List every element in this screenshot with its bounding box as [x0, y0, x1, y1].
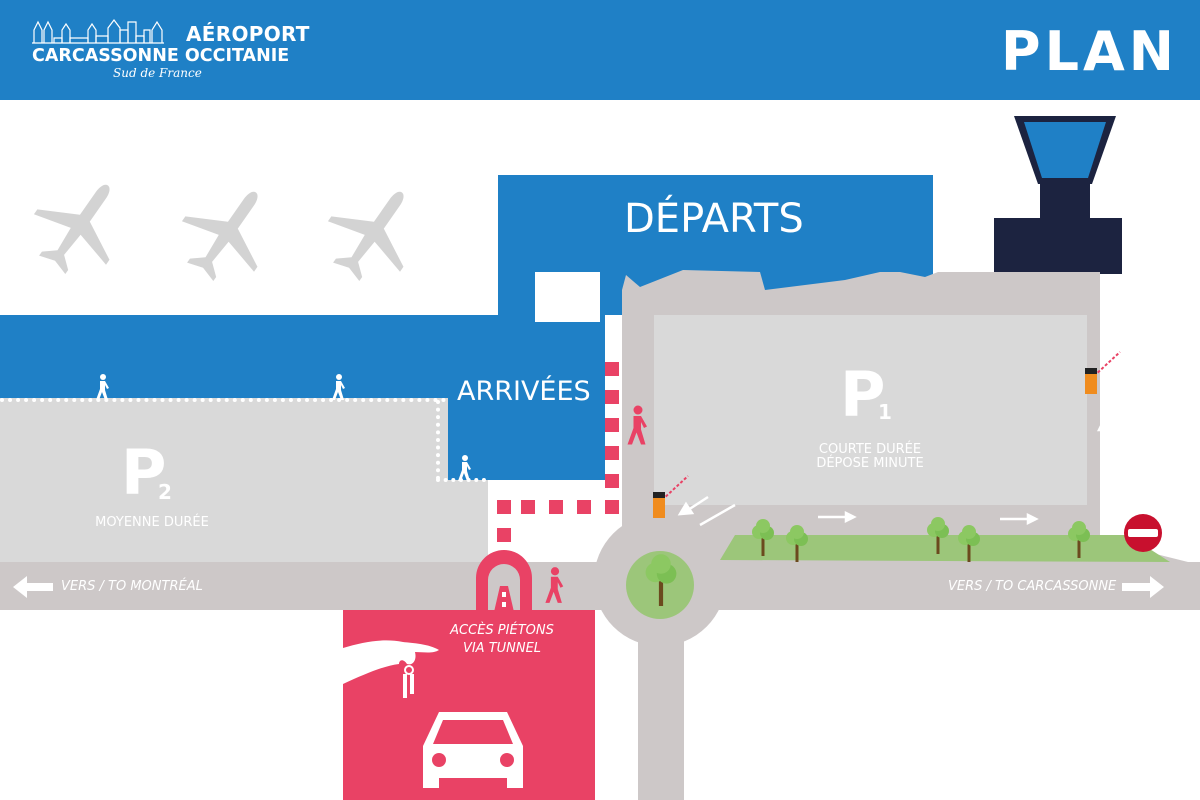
- path-dot: [521, 500, 535, 514]
- parking-p2-ext: [448, 480, 488, 562]
- no-entry-icon: [1124, 514, 1162, 552]
- parking-p2[interactable]: [0, 398, 448, 562]
- arrivals-hall[interactable]: [448, 315, 605, 480]
- tree-icon: [1068, 521, 1090, 558]
- parking-p1[interactable]: [654, 315, 1087, 505]
- tree-icon: [927, 517, 949, 554]
- arrow-up-icon: [1096, 420, 1112, 432]
- tunnel-icon: [476, 550, 532, 612]
- walkway-dots: [0, 398, 446, 402]
- departures-label: DÉPARTS: [624, 196, 804, 242]
- city-skyline-icon: [32, 19, 164, 44]
- pedestrian-icon: [332, 374, 345, 400]
- path-dot: [605, 418, 619, 432]
- parking-p1-letter: P: [840, 358, 886, 431]
- arrivals-label: ARRIVÉES: [457, 376, 591, 407]
- header-bar: AÉROPORT CARCASSONNE OCCITANIE Sud de Fr…: [0, 0, 1200, 100]
- page-title: PLAN: [1001, 20, 1178, 83]
- tree-icon: [786, 525, 808, 562]
- tunnel-caption: ACCÈS PIÉTONS VIA TUNNEL: [437, 622, 567, 658]
- parking-p2-caption: MOYENNE DURÉE: [95, 515, 209, 530]
- path-dot: [605, 500, 619, 514]
- logo-subtitle: CARCASSONNE OCCITANIE: [32, 46, 290, 66]
- path-dot: [577, 500, 591, 514]
- path-dot: [605, 390, 619, 404]
- pedestrian-icon: [545, 567, 564, 603]
- path-dot: [605, 446, 619, 460]
- tunnel-line2: VIA TUNNEL: [462, 641, 542, 657]
- terminal-courtyard: [535, 272, 600, 322]
- path-dot: [605, 474, 619, 488]
- control-tower-icon: [994, 116, 1122, 274]
- tunnel-line1: ACCÈS PIÉTONS: [450, 623, 554, 638]
- pedestrian-icon: [96, 374, 109, 400]
- path-dot: [549, 500, 563, 514]
- pedestrian-icon: [627, 405, 647, 445]
- path-dot: [497, 528, 511, 542]
- arrow-right-icon: [1122, 576, 1164, 598]
- arrow-down-left-icon: [677, 501, 695, 516]
- barrier-icon: [653, 475, 689, 518]
- parking-p1-caption: COURTE DURÉE DÉPOSE MINUTE: [770, 443, 970, 470]
- arrow-right-icon: [844, 510, 857, 524]
- road-east-label: VERS / TO CARCASSONNE: [948, 579, 1117, 594]
- tree-icon: [752, 519, 774, 556]
- tree-icon: [958, 525, 980, 562]
- parking-p2-number: 2: [158, 480, 172, 504]
- arrow-right-icon: [1026, 512, 1039, 526]
- arrow-left-icon: [13, 576, 53, 598]
- road-markings: [677, 420, 1112, 527]
- logo-tagline: Sud de France: [113, 66, 202, 80]
- parking-p2-letter: P: [121, 436, 167, 509]
- hand-keys-icon: [343, 640, 439, 698]
- tree-icon: [645, 554, 677, 606]
- parking-p1-line1: COURTE DURÉE: [818, 442, 922, 457]
- pedestrian-icon: [458, 455, 471, 481]
- road-west-label: VERS / TO MONTRÉAL: [61, 579, 203, 594]
- parking-p1-number: 1: [878, 400, 892, 424]
- car-icon: [423, 712, 523, 788]
- path-dot: [605, 362, 619, 376]
- barrier-icon: [1085, 351, 1121, 394]
- path-dot: [497, 500, 511, 514]
- walkway-dots: [436, 400, 440, 480]
- logo-title: AÉROPORT: [186, 22, 310, 46]
- parking-p1-line2: DÉPOSE MINUTE: [816, 455, 924, 471]
